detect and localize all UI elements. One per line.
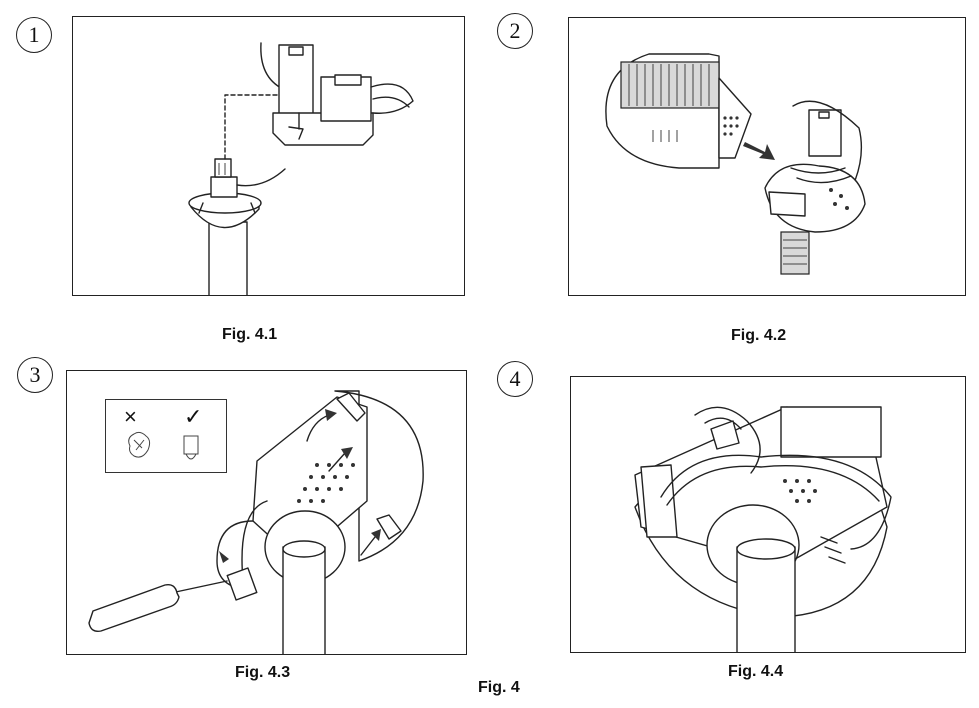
illustration-fig-4-3 bbox=[88, 390, 424, 654]
step-number-4: 4 bbox=[497, 361, 533, 397]
wire-end-icons bbox=[128, 431, 199, 460]
caption-fig-4-4: Fig. 4.4 bbox=[728, 663, 784, 680]
figure-caption: Fig. 4 bbox=[478, 679, 520, 696]
caption-fig-4-3: Fig. 4.3 bbox=[235, 664, 291, 681]
step-number-1: 1 bbox=[16, 17, 52, 53]
panel-fig-4-4 bbox=[570, 376, 966, 653]
illustration-fig-4-1 bbox=[188, 42, 414, 295]
caption-fig-4-1: Fig. 4.1 bbox=[222, 326, 278, 343]
panel-fig-4-2 bbox=[568, 17, 966, 296]
step-number-3: 3 bbox=[17, 357, 53, 393]
wrong-mark: × bbox=[124, 404, 137, 429]
panel-fig-4-3: × ✓ bbox=[66, 370, 467, 655]
illustration-fig-4-2 bbox=[605, 53, 866, 275]
right-mark: ✓ bbox=[184, 404, 203, 429]
illustration-fig-4-4 bbox=[634, 406, 892, 652]
panel-fig-4-1 bbox=[72, 16, 465, 296]
caption-fig-4-2: Fig. 4.2 bbox=[731, 327, 787, 344]
step-number-2: 2 bbox=[497, 13, 533, 49]
terminal-inset: × ✓ bbox=[105, 399, 227, 473]
